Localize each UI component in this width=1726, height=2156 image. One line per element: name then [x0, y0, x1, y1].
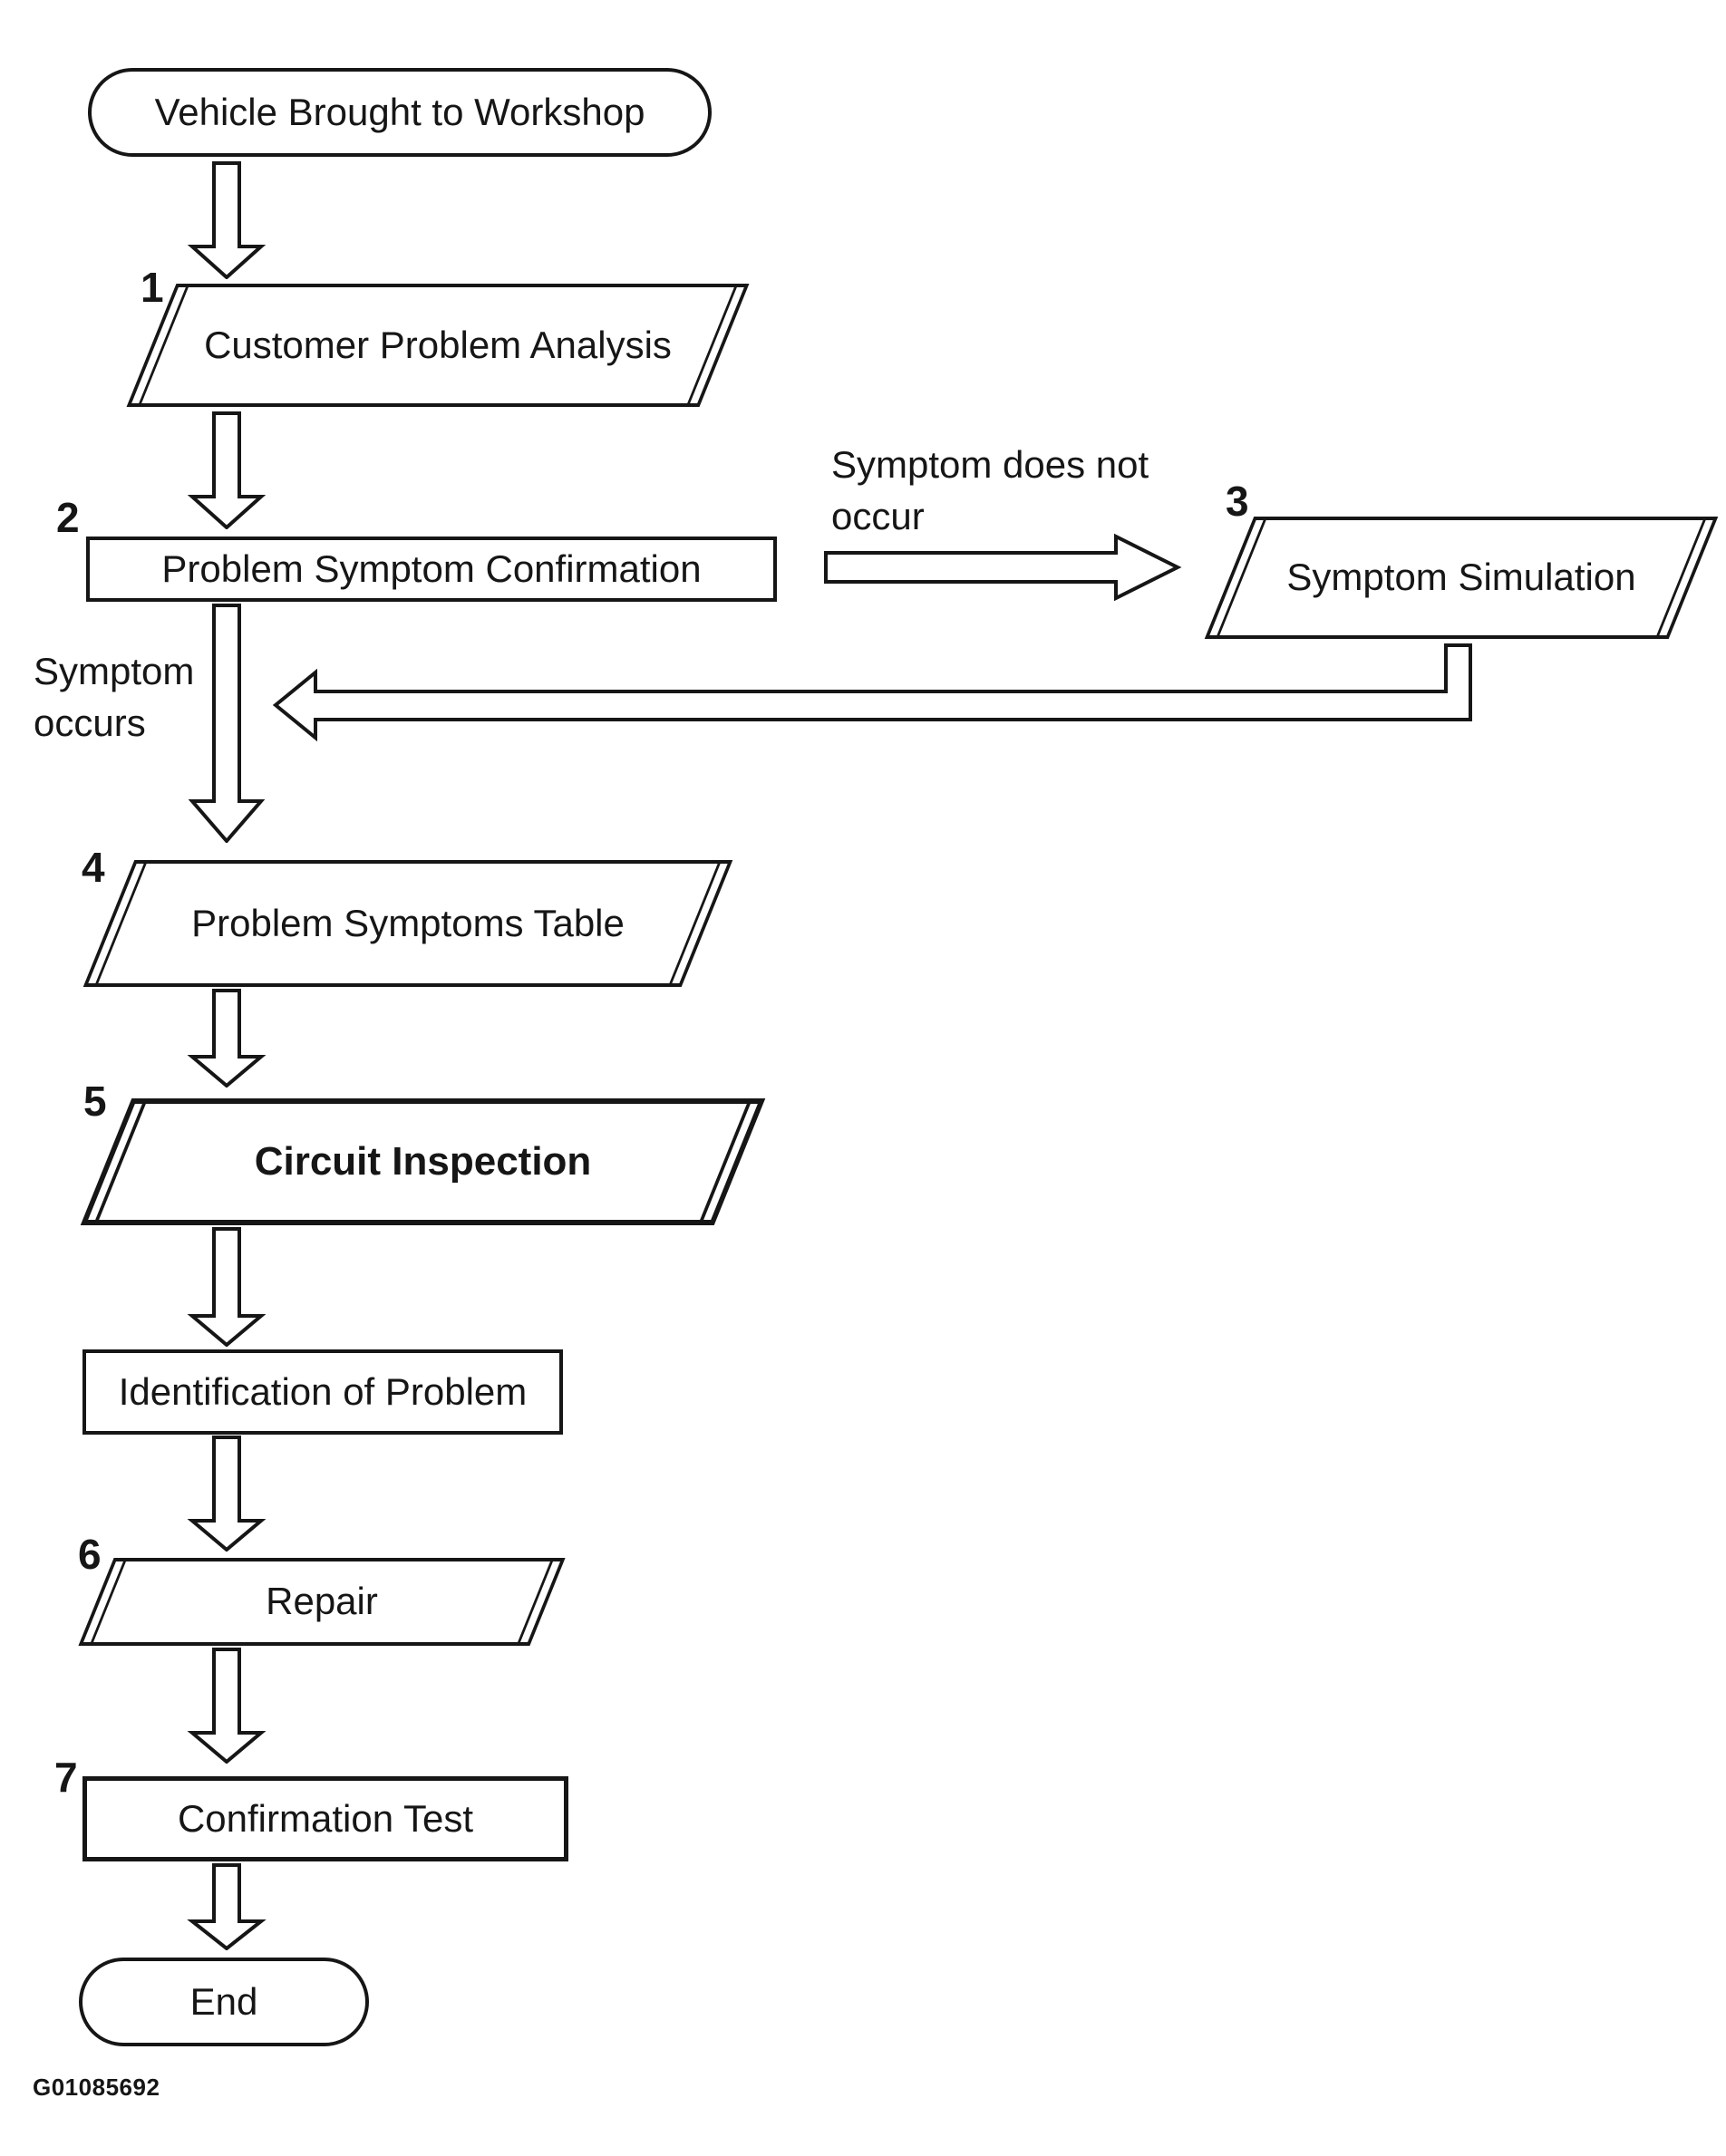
node-problem-symptom-confirmation: Problem Symptom Confirmation: [86, 537, 777, 602]
arrow-right-step2-to-step3-icon: [824, 533, 1182, 602]
label-line: Symptom does not: [831, 443, 1149, 486]
label-line: occurs: [34, 701, 146, 745]
arrow-down-step1-to-step2-icon: [187, 411, 267, 529]
node-end-label: End: [189, 1979, 258, 2023]
node-confirmation-test: Confirmation Test: [82, 1776, 568, 1861]
step-number-7: 7: [54, 1754, 78, 1801]
step-number-5: 5: [83, 1078, 107, 1125]
node-problem-symptom-confirmation-label: Problem Symptom Confirmation: [161, 546, 702, 590]
node-start: Vehicle Brought to Workshop: [88, 68, 712, 157]
node-confirmation-test-label: Confirmation Test: [177, 1796, 474, 1840]
node-identification-of-problem: Identification of Problem: [82, 1349, 563, 1435]
node-problem-symptoms-table: Problem Symptoms Table: [82, 860, 733, 987]
label-line: occur: [831, 495, 925, 538]
step-number-4: 4: [82, 844, 105, 891]
arrow-down-step6-to-step7-icon: [187, 1648, 267, 1764]
label-line: Symptom: [34, 650, 195, 692]
node-customer-problem-analysis: Customer Problem Analysis: [126, 284, 750, 407]
figure-id: G01085692: [33, 2074, 160, 2101]
arrow-down-step7-to-end-icon: [187, 1863, 267, 1950]
node-identification-of-problem-label: Identification of Problem: [118, 1369, 528, 1413]
arrow-down-step4-to-step5-icon: [187, 989, 267, 1088]
step-number-3: 3: [1226, 478, 1249, 525]
label-symptom-does-not-occur: Symptom does not occur: [831, 439, 1149, 542]
node-circuit-inspection-label: Circuit Inspection: [254, 1138, 592, 1184]
arrow-down-step5-to-identification-icon: [187, 1227, 267, 1347]
arrow-down-start-to-step1-icon: [187, 161, 267, 279]
step-number-2: 2: [56, 494, 80, 541]
step-number-6: 6: [78, 1531, 102, 1578]
arrow-return-step3-to-mainline-icon: [272, 643, 1472, 742]
node-symptom-simulation-label: Symptom Simulation: [1286, 556, 1636, 599]
step-number-1: 1: [141, 264, 164, 311]
label-symptom-occurs: Symptom occurs: [34, 645, 194, 749]
node-start-label: Vehicle Brought to Workshop: [154, 90, 645, 133]
node-repair-label: Repair: [266, 1580, 378, 1623]
node-end: End: [79, 1958, 369, 2046]
arrow-down-identification-to-step6-icon: [187, 1436, 267, 1552]
node-circuit-inspection: Circuit Inspection: [80, 1098, 766, 1225]
node-customer-problem-analysis-label: Customer Problem Analysis: [204, 323, 672, 366]
node-repair: Repair: [78, 1558, 566, 1646]
node-problem-symptoms-table-label: Problem Symptoms Table: [191, 901, 625, 944]
node-symptom-simulation: Symptom Simulation: [1204, 517, 1719, 639]
arrow-down-step2-to-step4-icon: [188, 604, 266, 843]
